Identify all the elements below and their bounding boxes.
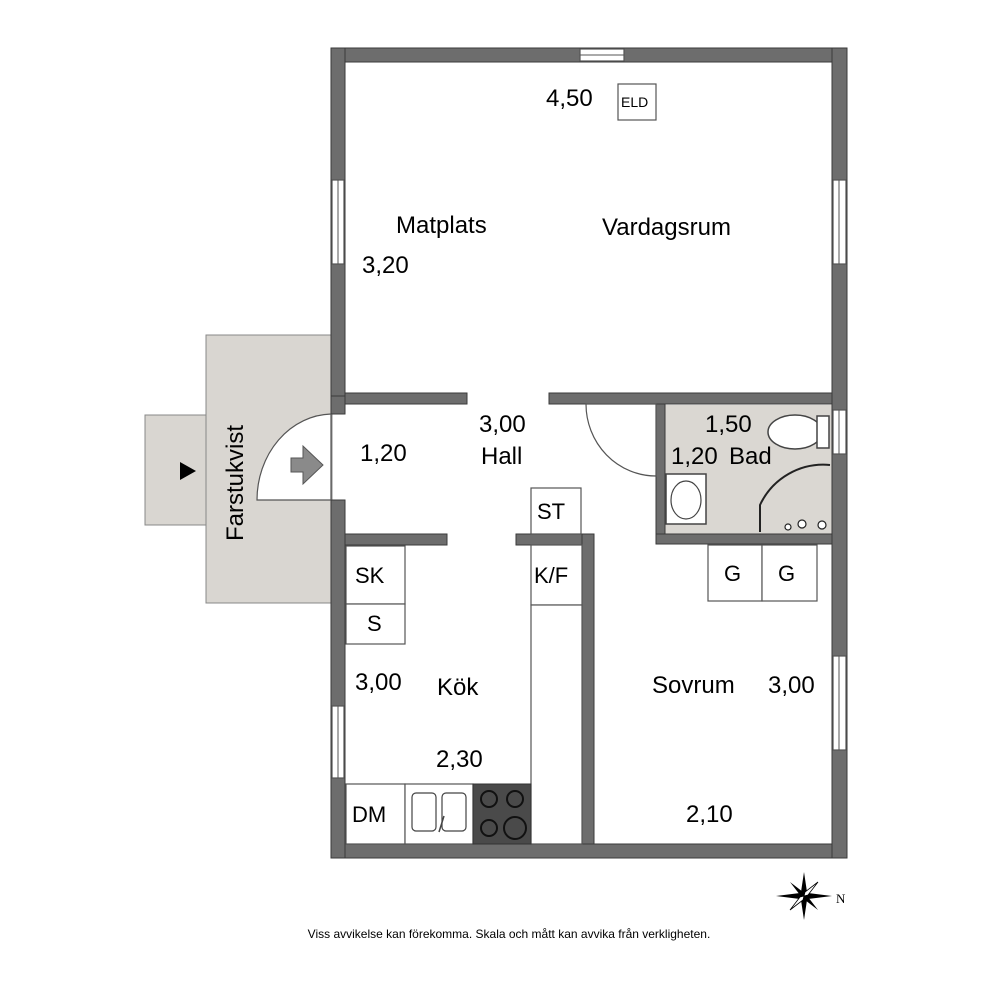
fixture-label-s: S: [367, 611, 382, 636]
fixture-label-sk: SK: [355, 563, 385, 588]
dim-kok-depth: 3,00: [355, 669, 402, 696]
dim-bad-depth: 1,20: [671, 443, 718, 470]
fixture-label-dm: DM: [352, 802, 386, 827]
s-box: [345, 603, 406, 645]
compass-icon: [776, 872, 832, 920]
g-cabinet-2: [761, 544, 818, 602]
room-label-sovrum: Sovrum: [652, 672, 735, 699]
washbasin-icon: [665, 473, 707, 525]
sk-box: [345, 545, 406, 605]
room-label-matplats: Matplats: [396, 212, 487, 239]
dim-kok-width: 2,30: [436, 746, 483, 773]
fixture-label-g2: G: [778, 561, 795, 586]
dm-box: [345, 783, 406, 845]
dim-sovrum-depth: 3,00: [768, 672, 815, 699]
dim-hall-width: 3,00: [479, 411, 526, 438]
dim-matplats-depth: 3,20: [362, 252, 409, 279]
dim-hall-depth: 1,20: [360, 440, 407, 467]
shower-tap-icon: [784, 519, 827, 531]
fixture-label-kf: K/F: [534, 563, 568, 588]
room-label-bad: Bad: [729, 443, 772, 470]
dim-bad-width: 1,50: [705, 411, 752, 438]
room-label-vardagsrum: Vardagsrum: [602, 214, 731, 241]
windows: [331, 48, 847, 779]
g-cabinet-1: [707, 544, 763, 602]
disclaimer-text: Viss avvikelse kan förekomma. Skala och …: [308, 927, 711, 941]
dim-sovrum-width: 2,10: [686, 801, 733, 828]
dim-living-width: 4,50: [546, 85, 593, 112]
fridge-box: [530, 544, 583, 606]
fixtures: [345, 83, 830, 845]
fixture-label-st: ST: [537, 499, 565, 524]
fixture-label-g1: G: [724, 561, 741, 586]
room-label-kok: Kök: [437, 674, 479, 701]
fireplace-box: [617, 83, 657, 121]
doors: [256, 403, 831, 532]
toilet-icon: [767, 414, 830, 450]
room-label-farstukvist: Farstukvist: [222, 425, 249, 541]
counter-strip: [530, 604, 583, 845]
compass-north-label: N: [836, 891, 846, 906]
entrance-arrow-icon: [180, 462, 196, 480]
entry-arrow-icon: [290, 444, 324, 486]
st-box: [530, 487, 582, 535]
room-label-hall: Hall: [481, 443, 522, 470]
fixture-label-eld: ELD: [621, 94, 648, 110]
